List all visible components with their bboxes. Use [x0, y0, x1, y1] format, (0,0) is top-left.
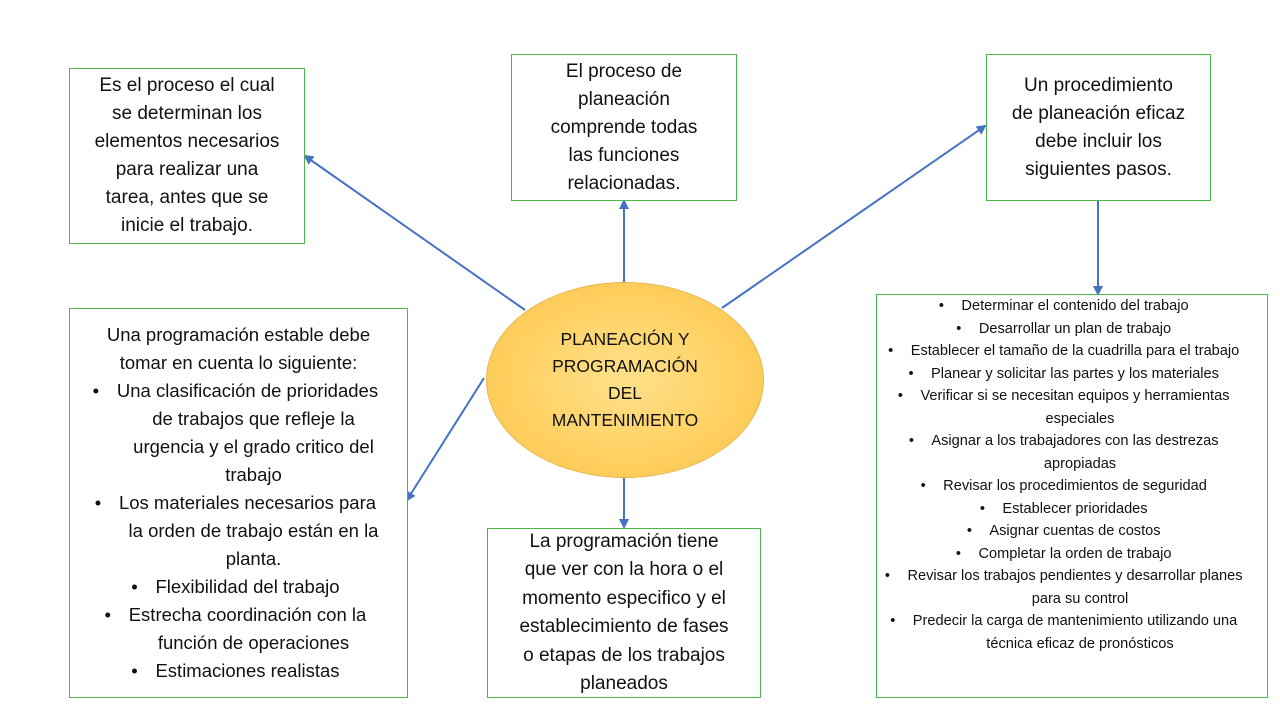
procedure-line: debe incluir los	[1035, 130, 1162, 152]
list-item: •Completar la orden de trabajo	[955, 545, 1172, 562]
planning-scope-line: las funciones	[568, 144, 680, 166]
stable-scheduling-intro: Una programación estable debe	[106, 324, 371, 345]
list-item: •Asignar a los trabajadores con las dest…	[908, 433, 1219, 472]
stable-scheduling-intro: tomar en cuenta lo siguiente:	[119, 352, 358, 373]
central-topic-line: MANTENIMIENTO	[551, 410, 699, 430]
arrow-to-left-bottom	[405, 377, 485, 502]
list-item: •Revisar los trabajos pendientes y desar…	[884, 568, 1243, 607]
list-item: •Predecir la carga de mantenimiento util…	[890, 613, 1238, 652]
list-item: •Los materiales necesarios para la orden…	[94, 492, 379, 569]
central-topic-text: PLANEACIÓN Y PROGRAMACIÓN DEL MANTENIMIE…	[525, 326, 725, 434]
list-item: •Establecer el tamaño de la cuadrilla pa…	[888, 343, 1240, 359]
scheduling-definition-line: que ver con la hora o el	[524, 559, 724, 580]
planning-scope-line: El proceso de	[565, 60, 683, 82]
planning-steps-box: •Determinar el contenido del trabajo •De…	[876, 294, 1268, 698]
planning-scope-box: El proceso de planeación comprende todas…	[511, 54, 737, 201]
list-item: •Asignar cuentas de costos	[966, 523, 1161, 539]
definition-line: inicie el trabajo.	[120, 215, 253, 236]
scheduling-definition-line: momento especifico y el	[522, 587, 726, 609]
planning-scope-line: comprende todas	[550, 116, 698, 138]
definition-line: para realizar una	[115, 159, 259, 180]
central-topic-line: PROGRAMACIÓN	[552, 356, 698, 376]
arrow-to-right-top	[721, 124, 987, 309]
list-item: •Desarrollar un plan de trabajo	[956, 320, 1172, 337]
planning-scope-line: relacionadas.	[567, 172, 681, 194]
list-item: •Una clasificación de prioridades de tra…	[92, 380, 379, 485]
list-item: •Estrecha coordinación con la función de…	[104, 604, 367, 653]
list-item: •Planear y solicitar las partes y los ma…	[908, 365, 1219, 382]
scheduling-definition-line: establecimiento de fases	[519, 616, 729, 637]
stable-scheduling-list: •Una clasificación de prioridades de tra…	[80, 377, 397, 685]
arrow-to-left-top	[303, 154, 526, 311]
procedure-box: Un procedimiento de planeación eficaz de…	[986, 54, 1211, 201]
list-item: •Verificar si se necesitan equipos y her…	[897, 388, 1230, 427]
definition-line: se determinan los	[112, 103, 262, 124]
central-topic-line: DEL	[607, 383, 643, 403]
planning-scope-line: planeación	[578, 88, 670, 110]
list-item: •Establecer prioridades	[979, 500, 1148, 517]
scheduling-definition-box: La programación tiene que ver con la hor…	[487, 528, 761, 698]
list-item: •Estimaciones realistas	[131, 660, 340, 681]
central-topic-line: PLANEACIÓN Y	[560, 329, 690, 349]
definition-line: tarea, antes que se	[105, 187, 269, 208]
definition-line: elementos necesarios	[94, 131, 280, 152]
scheduling-definition-line: o etapas de los trabajos	[523, 644, 725, 666]
list-item: •Determinar el contenido del trabajo	[938, 298, 1189, 314]
procedure-line: siguientes pasos.	[1025, 158, 1172, 180]
stable-scheduling-box: Una programación estable debe tomar en c…	[69, 308, 408, 698]
scheduling-definition-line: La programación tiene	[529, 530, 719, 552]
scheduling-definition-line: planeados	[580, 673, 668, 694]
list-item: •Revisar los procedimientos de seguridad	[920, 478, 1207, 494]
definition-line: Es el proceso el cual	[99, 75, 275, 96]
procedure-line: Un procedimiento	[1024, 74, 1173, 96]
definition-box: Es el proceso el cual se determinan los …	[69, 68, 305, 244]
planning-steps-list: •Determinar el contenido del trabajo •De…	[877, 295, 1267, 655]
list-item: •Flexibilidad del trabajo	[131, 576, 340, 597]
central-topic: PLANEACIÓN Y PROGRAMACIÓN DEL MANTENIMIE…	[486, 282, 764, 478]
procedure-line: de planeación eficaz	[1011, 102, 1186, 124]
